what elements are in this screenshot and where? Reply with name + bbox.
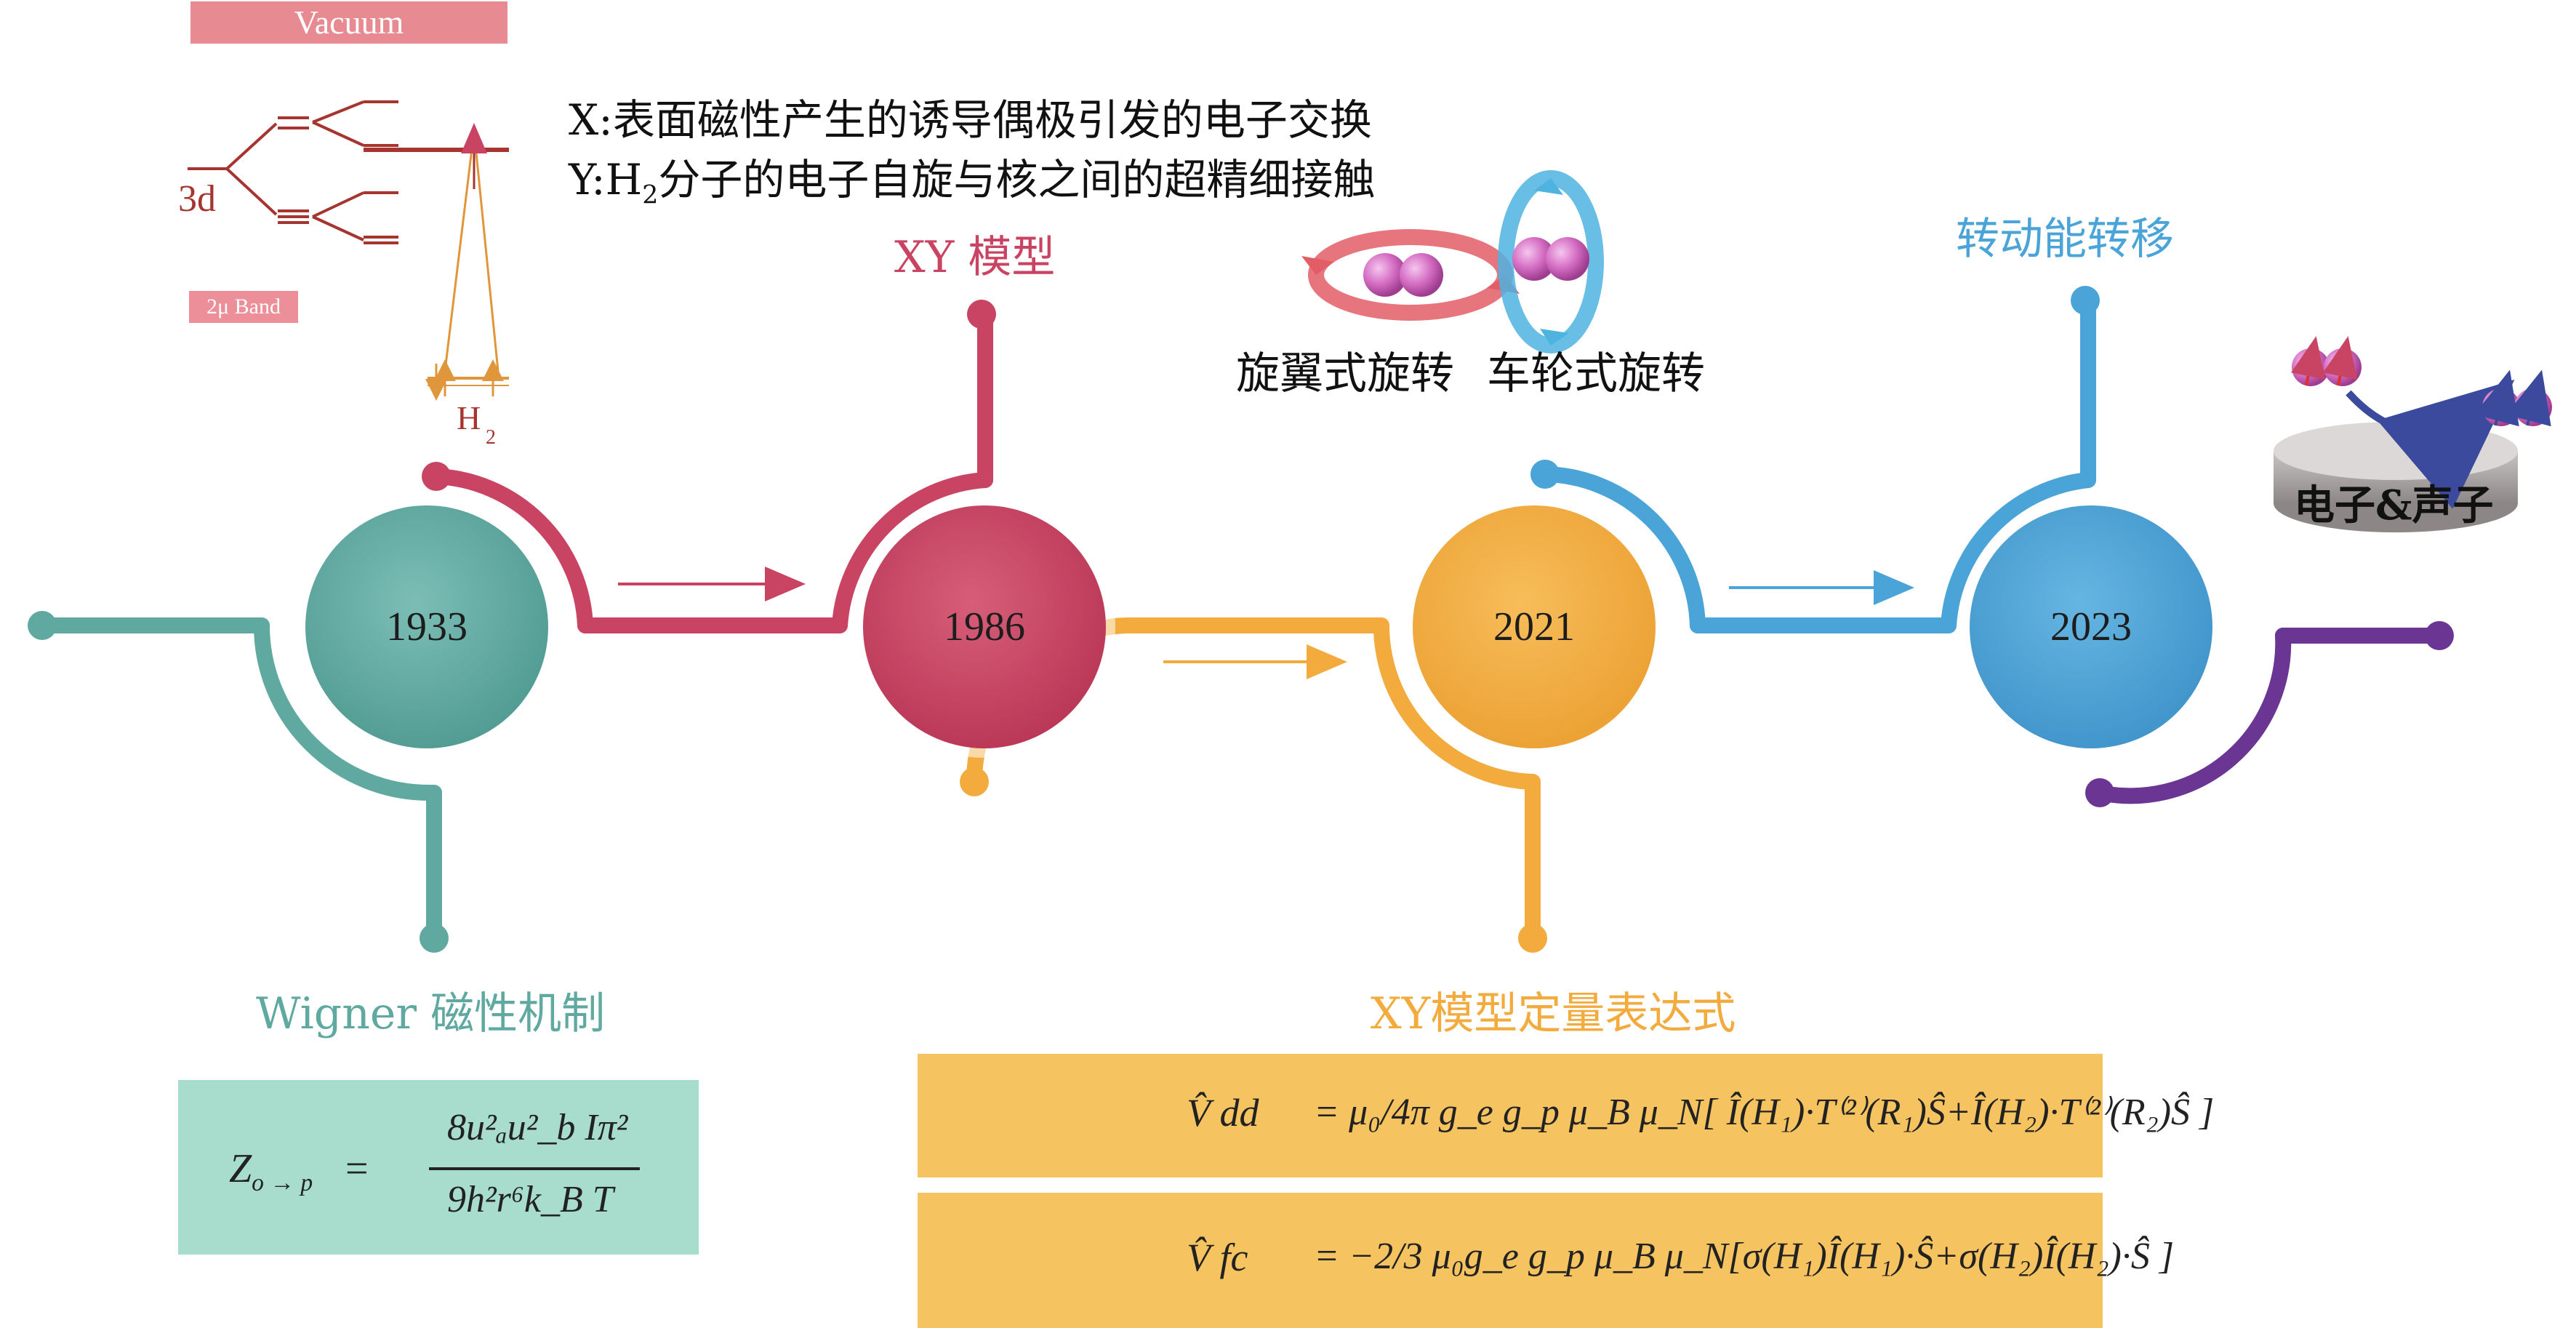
wigner-formula-box: Zo → p = 8u²ₐu²_b Iπ² 9h²r⁶k_B T	[178, 1080, 699, 1255]
vdd-formula-box: V̂ dd = μ₀/4π g_e g_p μ_B μ_N[ Î(H₁)·T⁽²…	[918, 1054, 2214, 1177]
molecule-subscript: 2	[486, 426, 496, 449]
energy-level-diagram	[188, 100, 509, 244]
purple-start-dot	[2085, 778, 2114, 807]
propeller-rotation-label: 旋翼式旋转	[1236, 348, 1454, 399]
orbital-label: 3d	[178, 178, 216, 220]
rotational-transfer-title: 转动能转移	[1956, 214, 2174, 265]
year-label: 2021	[1493, 604, 1575, 649]
segment-2023	[1537, 294, 2096, 633]
blue-end-dot	[2071, 286, 2100, 315]
crimson-start-dot	[422, 462, 451, 491]
wigner-denominator: 9h²r⁶k_B T	[447, 1179, 614, 1220]
wheel-rotation-icon	[1498, 170, 1604, 353]
band-label: 2μ Band	[189, 291, 298, 323]
legend-x: X:表面磁性产生的诱导偶极引发的电子交换	[569, 95, 1372, 145]
fraction-bar	[429, 1167, 640, 1170]
segment-1933	[34, 617, 442, 945]
vdd-rhs: = μ₀/4π g_e g_p μ_B μ_N[ Î(H₁)·T⁽²⁾(R₁)Ŝ…	[1314, 1092, 2215, 1133]
orange-start-dot	[960, 767, 989, 796]
crimson-end-dot	[967, 300, 996, 329]
vfc-rhs: = −2/3 μ₀g_e g_p μ_B μ_N[σ(H₁)Î(H₁)·Ŝ+σ(…	[1314, 1236, 2175, 1277]
legend-y: Y:H2分子的电子自旋与核之间的超精细接触	[569, 145, 1375, 210]
vfc-lhs: V̂ fc	[1187, 1236, 1248, 1279]
vacuum-label: Vacuum	[190, 1, 507, 44]
year-label: 1986	[944, 604, 1025, 649]
propeller-rotation-icon	[1301, 229, 1520, 321]
purple-end-dot	[2425, 621, 2454, 650]
h2-levels	[425, 130, 509, 401]
node-2023	[1960, 496, 2222, 758]
orange-end-dot	[1518, 924, 1547, 953]
xy-quant-title: XY模型定量表达式	[1371, 988, 1736, 1039]
wigner-title: Wigner 磁性机制	[256, 988, 606, 1039]
electron-phonon-label: 电子&声子	[2294, 481, 2494, 529]
node-2021	[1403, 496, 1665, 758]
year-label: 2023	[2050, 604, 2132, 649]
vfc-formula-box: V̂ fc = −2/3 μ₀g_e g_p μ_B μ_N[σ(H₁)Î(H₁…	[918, 1193, 2174, 1328]
wigner-lhs: Zo → p	[229, 1145, 313, 1197]
teal-end-dot	[420, 924, 449, 953]
legend-y-suffix: 分子的电子自旋与核之间的超精细接触	[658, 155, 1376, 204]
blue-start-dot	[1530, 460, 1560, 489]
legend-y-prefix: Y:H	[569, 155, 643, 204]
molecule-label: H	[457, 399, 481, 436]
wigner-equals: =	[345, 1146, 369, 1191]
vdd-lhs: V̂ dd	[1187, 1091, 1259, 1135]
wigner-lhs-symbol: Z	[229, 1146, 252, 1191]
electron-phonon-icon	[2274, 336, 2552, 532]
wigner-lhs-subscript: o → p	[252, 1169, 313, 1197]
segment-1986	[428, 306, 993, 633]
node-1933	[296, 496, 558, 758]
node-1986	[854, 496, 1115, 758]
segment-future	[2092, 628, 2447, 804]
teal-start-dot	[28, 611, 57, 640]
legend-y-subscript: 2	[642, 180, 659, 210]
wheel-rotation-label: 车轮式旋转	[1487, 348, 1705, 399]
xy-model-title: XY 模型	[894, 232, 1056, 283]
year-label: 1933	[386, 604, 468, 649]
wigner-numerator: 8u²ₐu²_b Iπ²	[447, 1107, 628, 1148]
